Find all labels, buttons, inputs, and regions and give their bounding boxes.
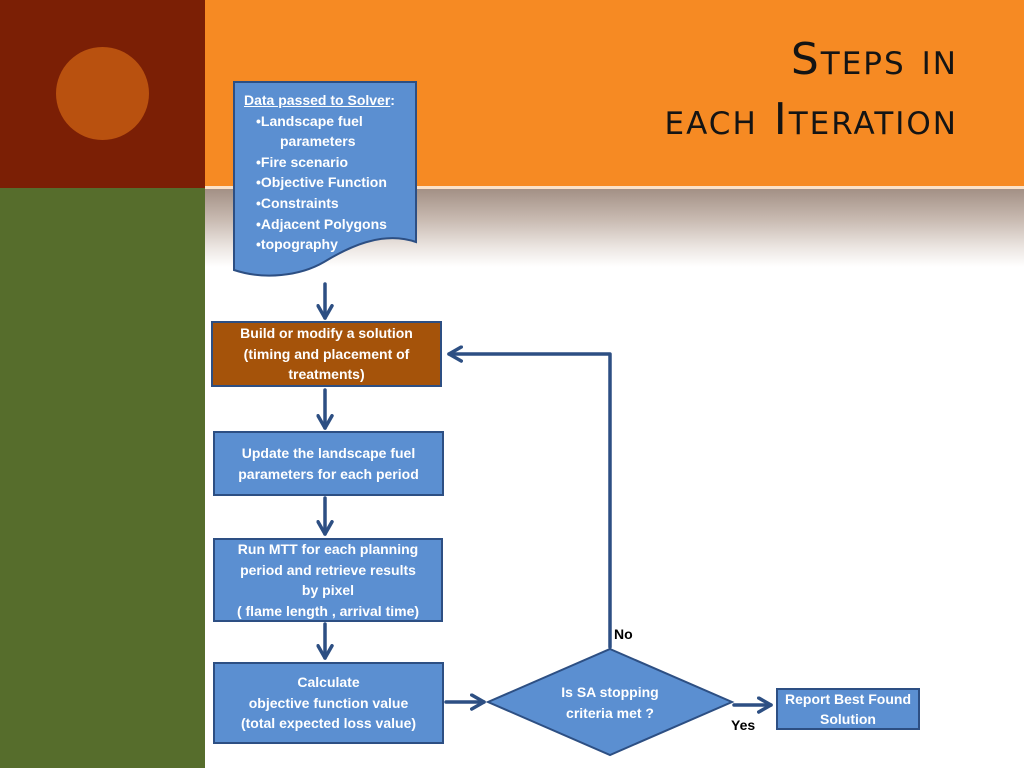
decision-line-2: criteria met ? — [566, 704, 654, 721]
calc-line-1: Calculate — [297, 674, 360, 691]
build-line-3: treatments) — [288, 366, 365, 383]
calculate-objective-box: Calculate objective function value (tota… — [213, 662, 444, 744]
build-line-1: Build or modify a solution — [240, 325, 413, 342]
no-label: No — [614, 626, 633, 642]
update-line-1: Update the landscape fuel — [241, 445, 416, 461]
mtt-line-1: Run MTT for each planning — [237, 541, 419, 557]
mtt-line-4: ( flame length , arrival time) — [236, 602, 420, 619]
header-divider — [205, 186, 1024, 189]
arrow-no-loop — [447, 345, 612, 649]
input-item-constraints: •Constraints — [256, 194, 339, 211]
update-fuel-box: Update the landscape fuel parameters for… — [213, 431, 444, 496]
decorative-circle — [56, 47, 149, 140]
slide-title-line-2: each Iteration — [664, 94, 958, 145]
input-item-adjacent-polygons: •Adjacent Polygons — [256, 215, 387, 232]
input-document-shape — [233, 81, 417, 277]
input-item-topography: •topography — [256, 236, 338, 253]
report-line-2: Solution — [820, 711, 876, 727]
input-item-landscape-fuel-cont: parameters — [280, 133, 356, 150]
slide-title-line-1: Steps in — [790, 34, 958, 85]
decision-line-1: Is SA stopping — [561, 684, 659, 700]
build-solution-box: Build or modify a solution (timing and p… — [211, 321, 442, 387]
calc-line-3: (total expected loss value) — [240, 715, 417, 732]
report-line-1: Report Best Found — [785, 690, 911, 707]
mtt-line-3: by pixel — [301, 582, 355, 598]
mtt-line-2: period and retrieve results — [240, 561, 416, 578]
yes-label: Yes — [731, 717, 756, 733]
decision-text: Is SA stopping criteria met ? — [536, 682, 684, 723]
update-line-2: parameters for each period — [238, 465, 419, 482]
input-document-text: Data passed to Solver: •Landscape fuel p… — [244, 90, 414, 255]
report-solution-box: Report Best Found Solution — [776, 688, 920, 730]
left-accent-bar-bottom — [0, 188, 205, 768]
decision-diamond — [485, 647, 735, 757]
slide-title: Steps in each Iteration — [538, 30, 958, 150]
calc-line-2: objective function value — [248, 694, 409, 711]
input-item-landscape-fuel: •Landscape fuel — [256, 112, 363, 129]
run-mtt-box: Run MTT for each planning period and ret… — [213, 538, 443, 622]
input-item-fire-scenario: •Fire scenario — [256, 153, 349, 170]
input-item-objective-function: •Objective Function — [256, 174, 387, 191]
input-document-title: Data passed to Solver: — [244, 92, 395, 108]
build-line-2: (timing and placement of — [243, 345, 410, 362]
